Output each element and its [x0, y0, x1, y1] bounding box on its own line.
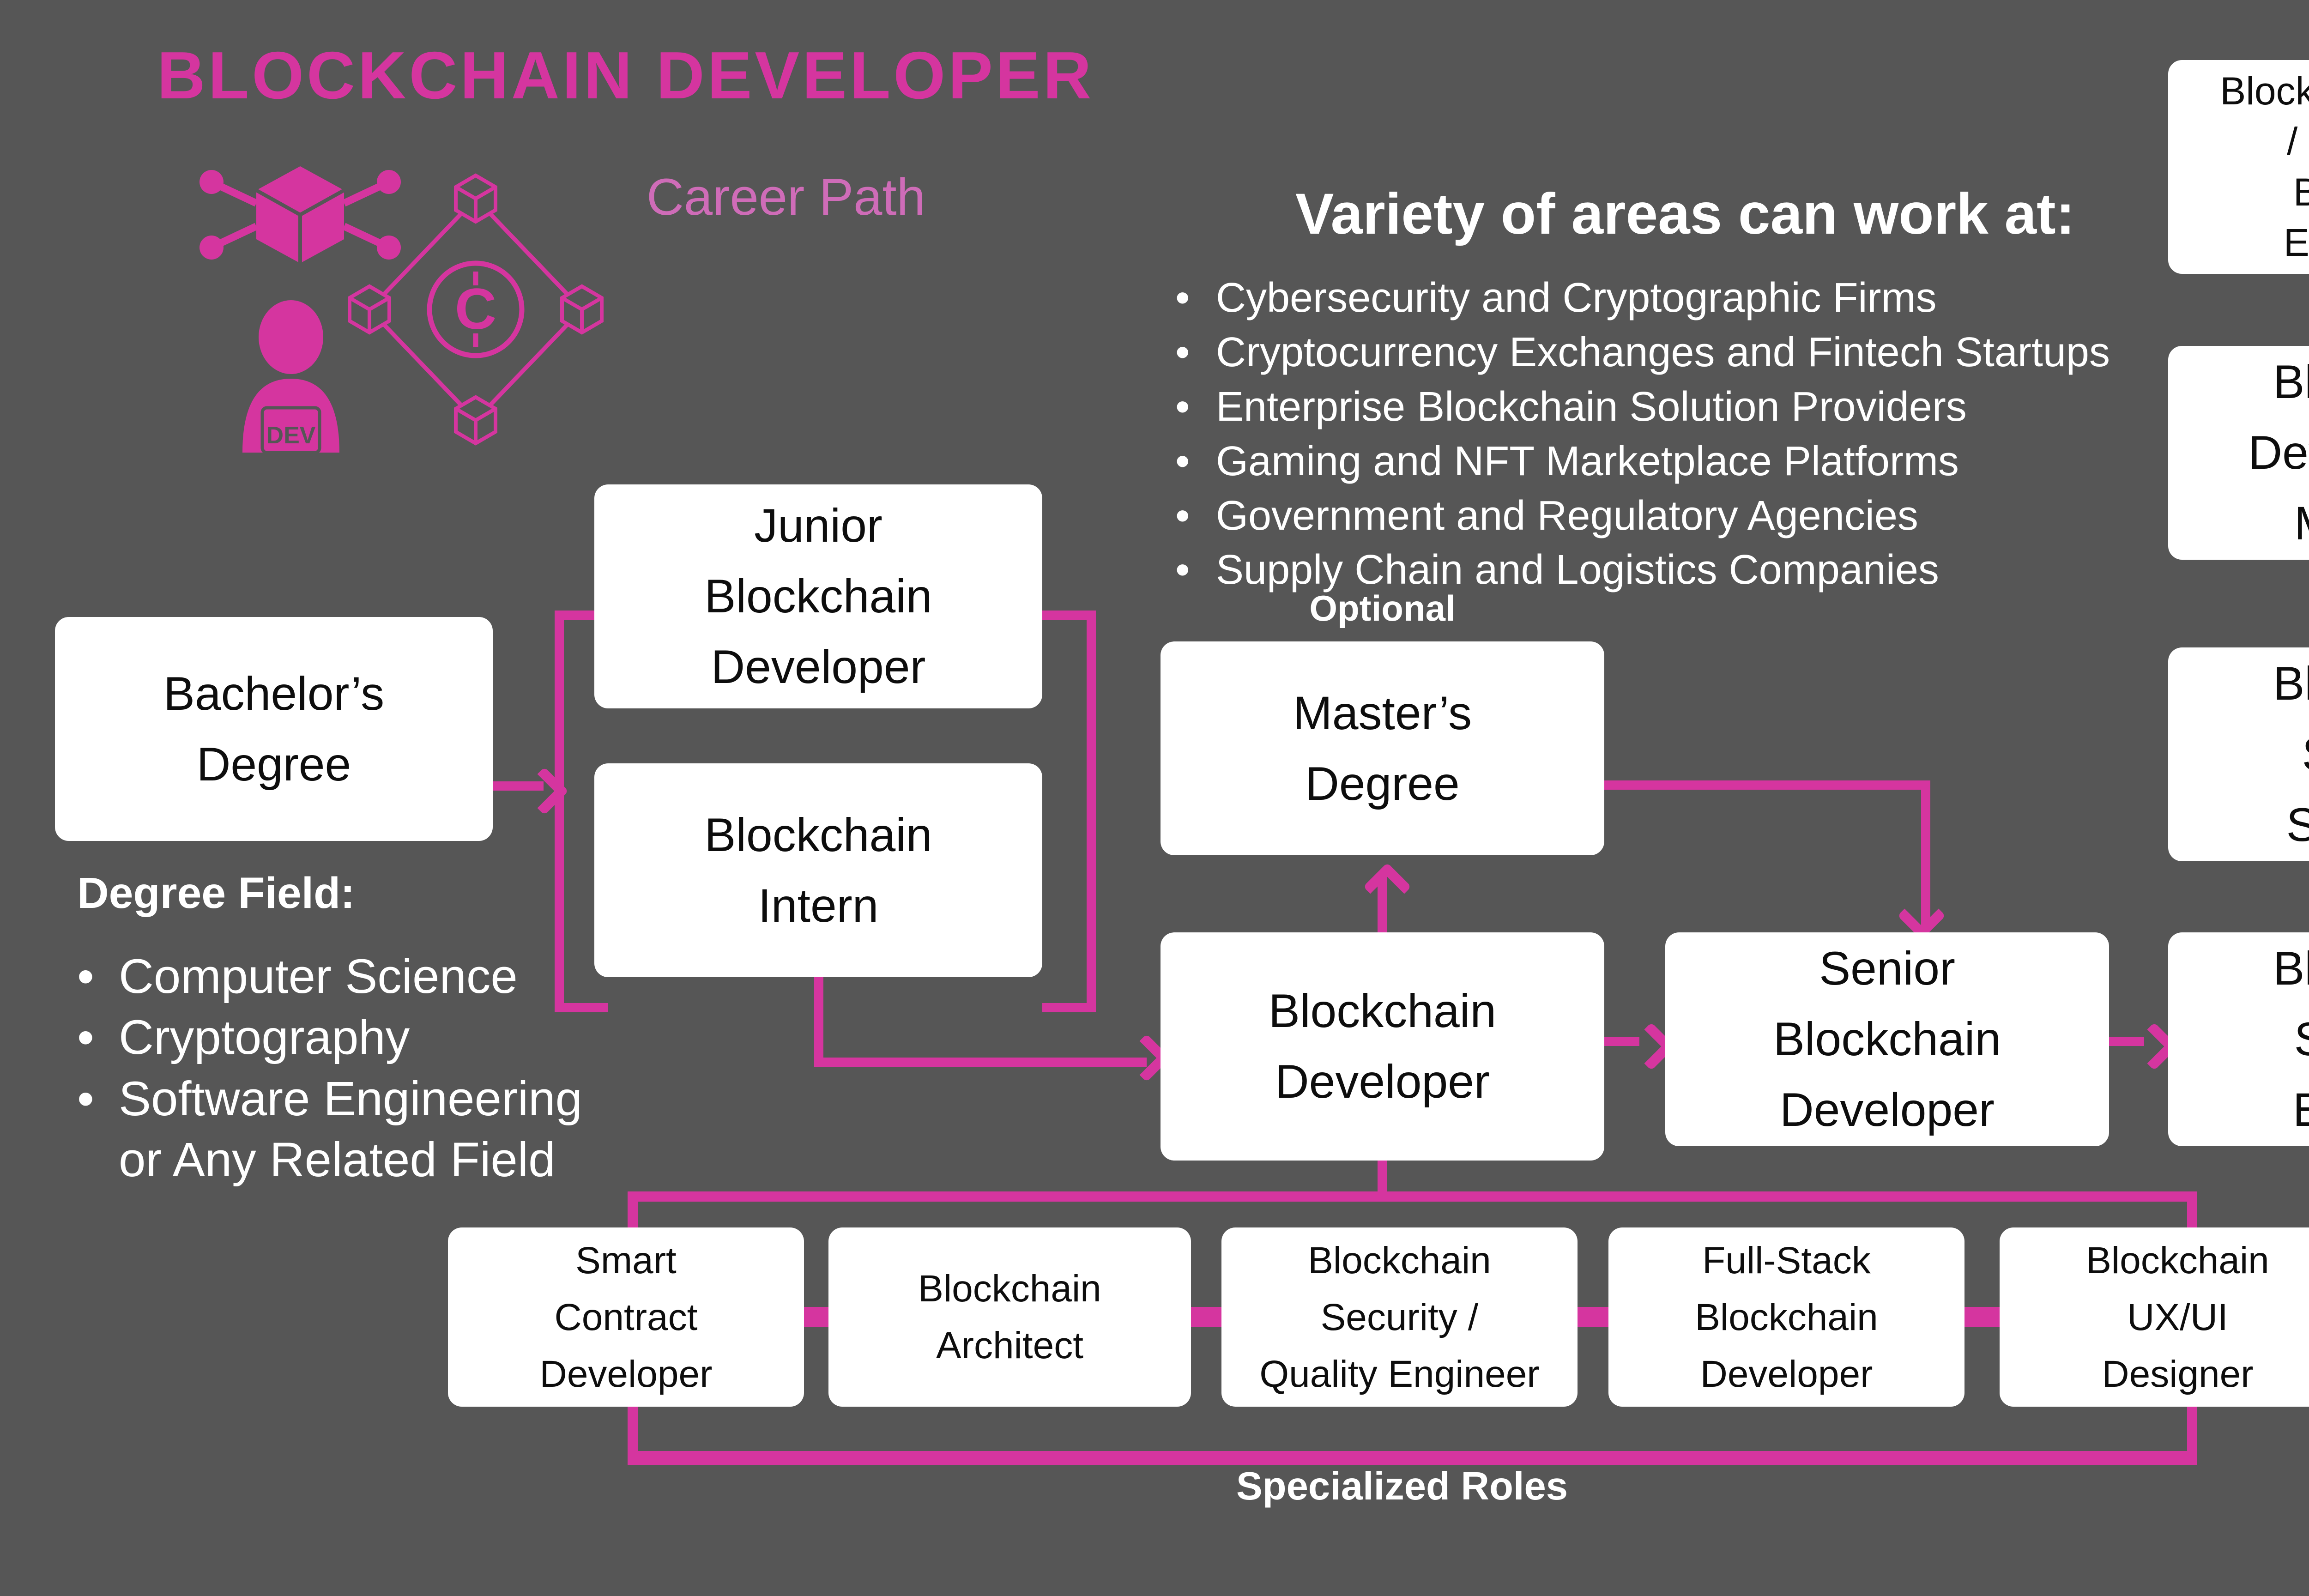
connector-developer-to-masters — [1378, 877, 1387, 932]
connector-bachelors-to-entry — [493, 781, 544, 791]
list-item: •Cryptography — [77, 1007, 582, 1068]
connector-developer-to-senior — [1604, 1037, 1639, 1046]
node-bachelors-degree: Bachelor’s Degree — [55, 617, 493, 841]
list-item: •Cryptocurrency Exchanges and Fintech St… — [1175, 326, 2110, 380]
connector-senior-to-software — [2109, 1037, 2144, 1046]
node-blockchain-security-quality-engineer: Blockchain Security / Quality Engineer — [1221, 1227, 1578, 1407]
bullet-icon: • — [1175, 329, 1190, 375]
specialized-roles-label: Specialized Roles — [1236, 1464, 1568, 1508]
list-item: •Cybersecurity and Cryptographic Firms — [1175, 271, 2110, 326]
connector-fullstack-uxui — [1960, 1307, 2004, 1327]
bracket-entry-right — [1042, 611, 1096, 1012]
node-blockchain-development-manager: Blockchain Development Manager — [2168, 346, 2309, 560]
connector-developer-to-specialized — [1378, 1161, 1387, 1197]
bullet-icon: • — [1175, 275, 1190, 321]
bullet-icon: • — [77, 1071, 94, 1126]
list-item: •Software Engineering or Any Related Fie… — [77, 1069, 582, 1191]
connector-secqual-fullstack — [1573, 1307, 1613, 1327]
page-subtitle: Career Path — [647, 168, 925, 226]
degree-field-heading: Degree Field: — [77, 869, 355, 918]
node-masters-degree: Master’s Degree — [1161, 641, 1604, 855]
bullet-icon: • — [1175, 438, 1190, 484]
node-blockchain-uxui-designer: Blockchain UX/UI Designer — [2000, 1227, 2309, 1407]
connector-masters-to-senior — [1604, 780, 1930, 928]
node-blockchain-architect: Blockchain Architect — [828, 1227, 1191, 1407]
blockchain-developer-icon: DEV C — [199, 166, 604, 453]
list-item: •Supply Chain and Logistics Companies — [1175, 543, 2110, 598]
node-junior-blockchain-developer: Junior Blockchain Developer — [594, 484, 1042, 708]
dev-badge-label: DEV — [266, 422, 316, 449]
node-fullstack-blockchain-developer: Full-Stack Blockchain Developer — [1608, 1227, 1964, 1407]
list-item: •Government and Regulatory Agencies — [1175, 489, 2110, 544]
node-senior-blockchain-developer: Senior Blockchain Developer — [1665, 932, 2109, 1146]
bullet-icon: • — [1175, 492, 1190, 539]
list-item: •Enterprise Blockchain Solution Provider… — [1175, 380, 2110, 435]
work-areas-section: Variety of areas can work at: •Cybersecu… — [1175, 181, 2110, 598]
cube-network-icon — [199, 166, 401, 263]
bullet-icon: • — [1175, 383, 1190, 430]
connector-intern-to-developer — [814, 977, 1147, 1067]
arrowhead-up-icon — [1363, 862, 1412, 911]
list-item: •Computer Science — [77, 946, 582, 1007]
list-item: •Gaming and NFT Marketplace Platforms — [1175, 435, 2110, 489]
bullet-icon: • — [77, 949, 94, 1004]
node-blockchain-security-specialist: Blockchain Security Specialist — [2168, 647, 2309, 861]
node-blockchain-developer: Blockchain Developer — [1161, 932, 1604, 1161]
bullet-icon: • — [77, 1010, 94, 1065]
developer-person-icon: DEV — [242, 300, 339, 453]
node-smart-contract-developer: Smart Contract Developer — [448, 1227, 804, 1407]
page-title: BLOCKCHAIN DEVELOPER — [157, 38, 1094, 113]
node-blockchain-director: Blockchain Director / Director of Blockc… — [2168, 60, 2309, 274]
degree-field-section: Degree Field: •Computer Science •Cryptog… — [77, 868, 582, 1191]
optional-label: Optional — [1309, 588, 1456, 629]
coin-letter: C — [455, 277, 496, 341]
work-areas-heading: Variety of areas can work at: — [1295, 182, 2075, 246]
node-blockchain-software-engineer: Blockchain Software Engineer — [2168, 932, 2309, 1146]
connector-architect-secqual — [1186, 1307, 1226, 1327]
crypto-network-icon: C — [348, 173, 604, 446]
node-blockchain-intern: Blockchain Intern — [594, 763, 1042, 977]
bullet-icon: • — [1175, 547, 1190, 593]
